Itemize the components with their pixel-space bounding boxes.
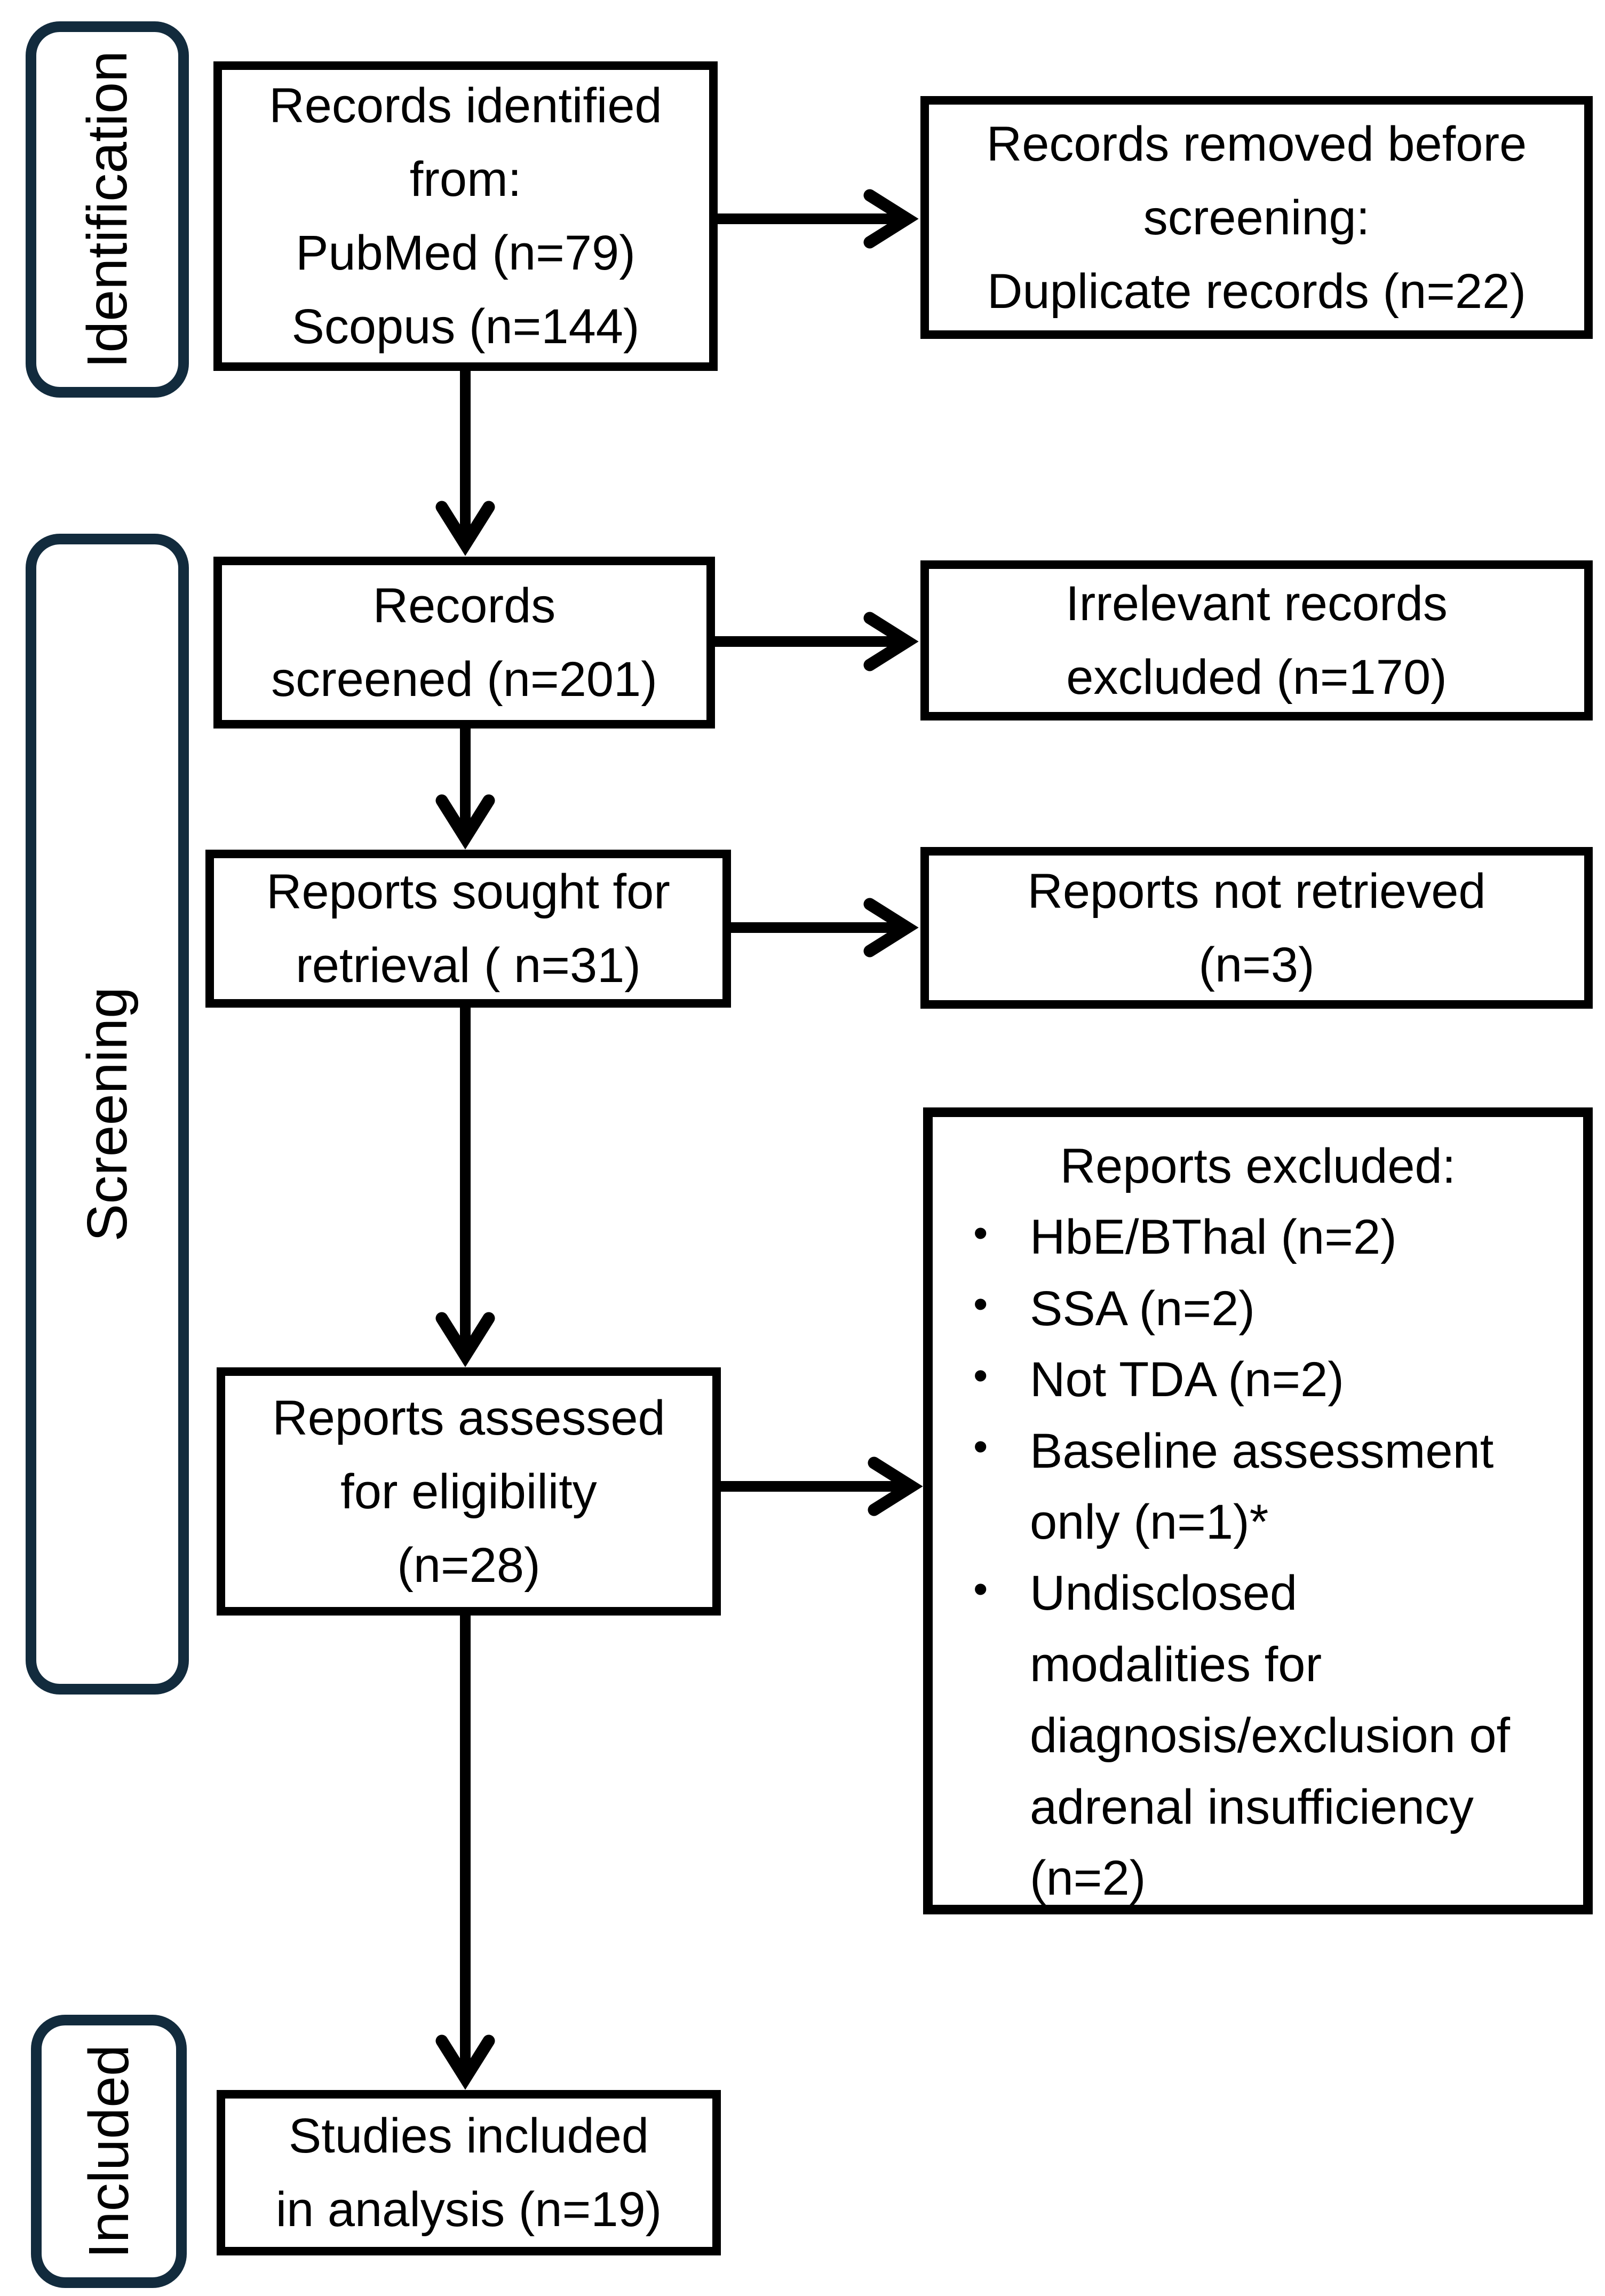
excluded-reason-item: Undisclosed modalities for diagnosis/exc…: [970, 1558, 1523, 1914]
stage-sidebar-identification: Identification: [26, 21, 189, 398]
box-studies-included: Studies included in analysis (n=19): [217, 2090, 721, 2255]
box-reports-excluded-title: Reports excluded:: [1060, 1139, 1456, 1193]
excluded-reason-item: Baseline assessment only (n=1)*: [970, 1416, 1523, 1558]
box-reports-sought-for-retrieval-text: Reports sought for retrieval ( n=31): [266, 865, 670, 993]
excluded-reasons-list: HbE/BThal (n=2)SSA (n=2)Not TDA (n=2)Bas…: [949, 1202, 1567, 1914]
box-reports-sought-for-retrieval: Reports sought for retrieval ( n=31): [205, 850, 731, 1008]
box-reports-excluded: Reports excluded: HbE/BThal (n=2)SSA (n=…: [923, 1107, 1593, 1914]
excluded-reason-item: Not TDA (n=2): [970, 1344, 1523, 1415]
box-reports-not-retrieved: Reports not retrieved (n=3): [920, 847, 1593, 1009]
box-records-identified: Records identified from: PubMed (n=79) S…: [213, 61, 718, 371]
box-records-identified-text: Records identified from: PubMed (n=79) S…: [269, 78, 662, 354]
box-records-screened: Records screened (n=201): [213, 557, 715, 729]
stage-label-included: Included: [77, 2044, 140, 2259]
box-reports-assessed-for-eligibility-text: Reports assessed for eligibility (n=28): [272, 1390, 665, 1593]
excluded-reason-item: HbE/BThal (n=2): [970, 1202, 1523, 1273]
box-irrelevant-records-excluded: Irrelevant records excluded (n=170): [920, 560, 1593, 721]
stage-label-screening: Screening: [76, 986, 139, 1242]
box-reports-not-retrieved-text: Reports not retrieved (n=3): [1027, 864, 1486, 992]
box-records-removed: Records removed before screening: Duplic…: [920, 96, 1593, 339]
box-reports-assessed-for-eligibility: Reports assessed for eligibility (n=28): [217, 1367, 721, 1616]
stage-label-identification: Identification: [76, 50, 139, 369]
excluded-reason-item: SSA (n=2): [970, 1273, 1523, 1344]
box-irrelevant-records-excluded-text: Irrelevant records excluded (n=170): [1066, 576, 1448, 704]
box-records-screened-text: Records screened (n=201): [271, 579, 657, 707]
box-studies-included-text: Studies included in analysis (n=19): [275, 2109, 662, 2237]
stage-sidebar-screening: Screening: [26, 534, 189, 1695]
stage-sidebar-included: Included: [31, 2015, 187, 2288]
box-records-removed-text: Records removed before screening: Duplic…: [986, 116, 1527, 319]
